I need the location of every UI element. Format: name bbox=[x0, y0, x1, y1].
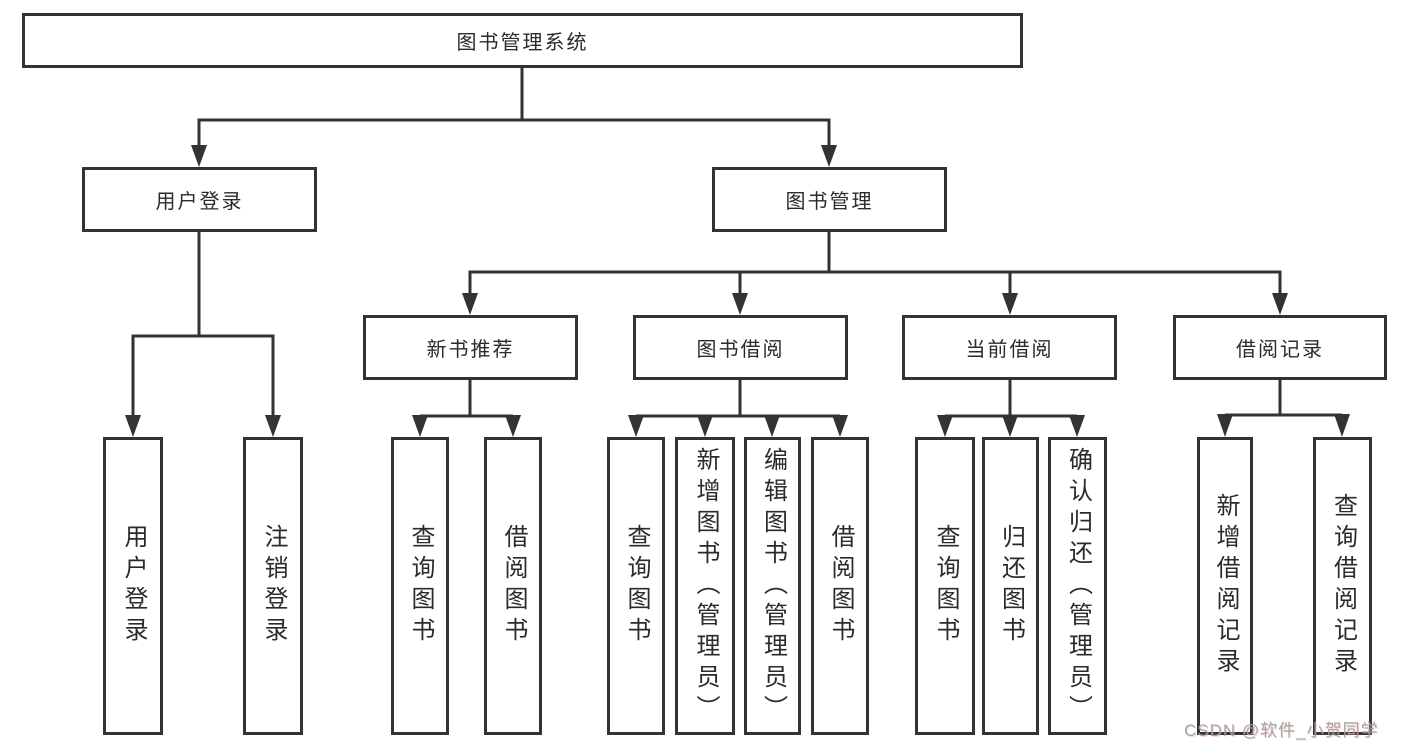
leaf-records-query-borrow-record: 查询借阅记录 bbox=[1313, 437, 1372, 735]
leaf-borrowing-add-book-admin: 新增图书（管理员） bbox=[675, 437, 735, 735]
node-borrowing-records: 借阅记录 bbox=[1173, 315, 1387, 380]
leaf-current-confirm-return-admin: 确认归还（管理员） bbox=[1048, 437, 1107, 735]
node-book-management-branch: 图书管理 bbox=[712, 167, 947, 232]
node-new-book-recommendation: 新书推荐 bbox=[363, 315, 578, 380]
leaf-current-query-book: 查询图书 bbox=[915, 437, 975, 735]
leaf-borrowing-edit-book-admin: 编辑图书（管理员） bbox=[744, 437, 801, 735]
leaf-logout-login: 注销登录 bbox=[243, 437, 303, 735]
leaf-newbook-borrow-book: 借阅图书 bbox=[484, 437, 542, 735]
leaf-borrowing-borrow-book: 借阅图书 bbox=[811, 437, 869, 735]
node-user-login-branch: 用户登录 bbox=[82, 167, 317, 232]
leaf-user-login: 用户登录 bbox=[103, 437, 163, 735]
csdn-watermark: CSDN @软件_小贺同学 bbox=[1184, 721, 1379, 740]
leaf-current-return-book: 归还图书 bbox=[982, 437, 1039, 735]
leaf-borrowing-query-book: 查询图书 bbox=[607, 437, 665, 735]
node-current-borrowing: 当前借阅 bbox=[902, 315, 1117, 380]
leaf-records-add-borrow-record: 新增借阅记录 bbox=[1197, 437, 1253, 735]
node-root-library-management-system: 图书管理系统 bbox=[22, 13, 1023, 68]
node-book-borrowing: 图书借阅 bbox=[633, 315, 848, 380]
leaf-newbook-query-book: 查询图书 bbox=[391, 437, 449, 735]
